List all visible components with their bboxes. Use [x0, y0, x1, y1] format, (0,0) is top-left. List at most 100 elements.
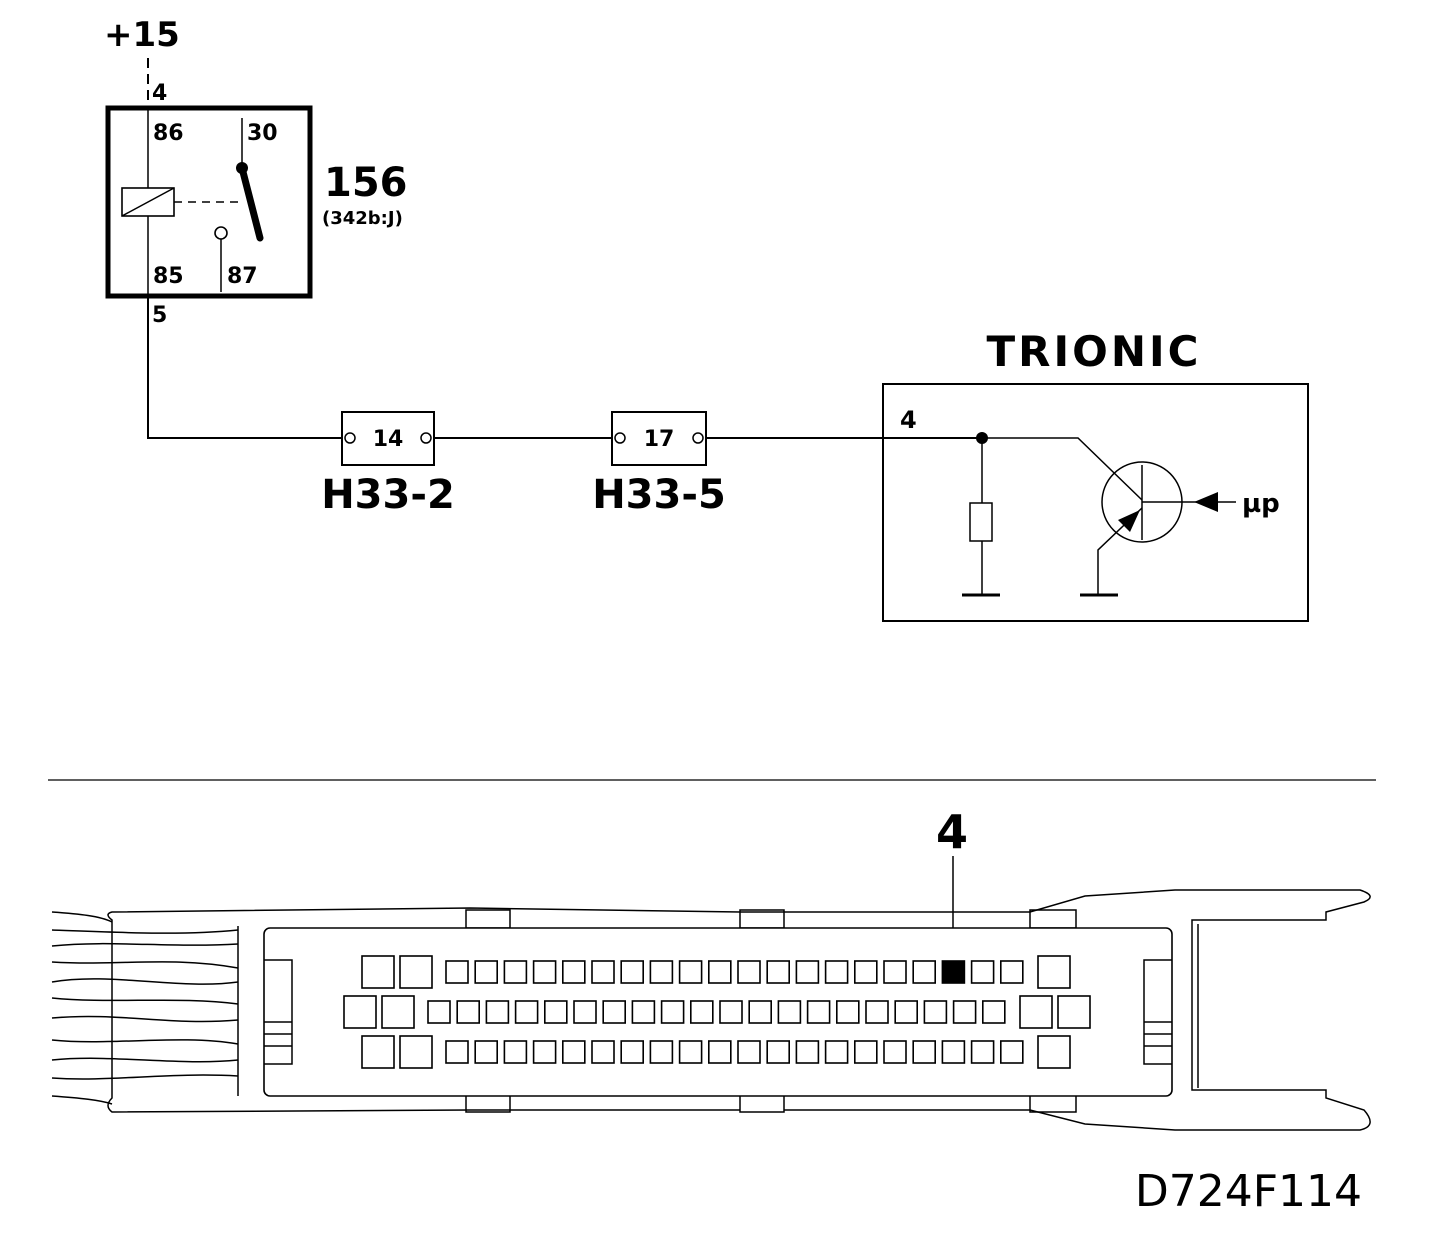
large-pin-cavity	[399, 1035, 433, 1069]
bundle-wire	[51, 1095, 113, 1105]
large-pin-cavity	[361, 1035, 395, 1069]
pin-cavity-grid	[343, 955, 1091, 1069]
pin-cavity	[689, 1000, 714, 1024]
connector-h33-2-body	[341, 411, 435, 466]
connector-shell	[107, 889, 1371, 1131]
connector-h33-2-left-terminal	[344, 432, 356, 444]
large-pin-cavity	[1037, 955, 1071, 989]
relay-coil-diagonal	[121, 187, 175, 217]
pin-cavity	[445, 1040, 469, 1064]
relay-pin-bottom: 5	[152, 303, 167, 328]
pin-cavity	[591, 1040, 615, 1064]
pin-cavity	[474, 960, 499, 984]
pin-cavity	[649, 960, 674, 984]
signal-arrow-icon	[1194, 492, 1218, 512]
pin-cavity	[853, 1040, 878, 1064]
relay-pin-top: 4	[152, 81, 167, 106]
pin-cavity	[620, 1040, 645, 1064]
pin-cavity	[719, 1000, 743, 1024]
connector-h33-2-name: H33-2	[321, 472, 455, 518]
pin-cavity	[561, 1040, 586, 1064]
connector-h33-2-right-terminal	[420, 432, 432, 444]
pin-cavity	[474, 1040, 499, 1064]
pin-callout-label: 4	[936, 805, 968, 859]
bundle-wire	[51, 1015, 239, 1023]
large-pin-cavity	[1019, 995, 1053, 1029]
ecu-title: TRIONIC	[987, 327, 1202, 376]
pin-cavity	[748, 1000, 773, 1024]
rib-right-frame	[1143, 959, 1172, 1065]
pin-cavity	[894, 1000, 919, 1024]
pin-cavity	[737, 960, 761, 984]
transistor-collector-wire	[982, 437, 1143, 501]
bundle-wire	[51, 1039, 239, 1045]
pin-cavity	[795, 960, 820, 984]
pin-cavity	[456, 1000, 481, 1024]
pin-cavity	[737, 1040, 761, 1064]
pin-cavity	[514, 1000, 539, 1024]
pin-cavity	[678, 960, 703, 984]
rib-left-frame	[264, 959, 293, 1065]
connector-h33-2-pin: 14	[373, 427, 404, 452]
pin-cavity	[591, 960, 615, 984]
connector-h33-2: 14 H33-2	[321, 411, 455, 518]
pin-cavity	[660, 1000, 685, 1024]
trionic-ecu: TRIONIC 4 µp	[882, 327, 1309, 622]
pin-cavity	[573, 1000, 597, 1024]
pin-cavity	[883, 960, 907, 984]
connector-h33-5-left-terminal	[614, 432, 626, 444]
bundle-wire	[51, 961, 239, 969]
relay-terminal-86: 86	[153, 121, 184, 146]
pin-cavity	[970, 960, 995, 984]
pin-cavity	[532, 1040, 557, 1064]
figure-code: D724F114	[1135, 1166, 1362, 1217]
bundle-wire	[51, 911, 113, 923]
switch-contact-87	[214, 226, 228, 240]
pin-cavity	[485, 1000, 510, 1024]
pin-cavity	[912, 960, 937, 984]
bundle-wire	[51, 997, 239, 1005]
pin-cavity	[427, 1000, 451, 1024]
pull-down-resistor	[969, 502, 993, 542]
pin-cavity	[766, 960, 791, 984]
pin-cavity	[853, 960, 878, 984]
relay-156: 4 86 30 85 87 156 (342b:J) 5	[105, 81, 408, 328]
ecu-connector-view: 4	[51, 805, 1371, 1131]
pin-cavity	[678, 1040, 703, 1064]
connector-h33-5-pin: 17	[644, 427, 675, 452]
connector-h33-5: 17 H33-5	[592, 411, 726, 518]
supply-label: +15	[104, 15, 180, 55]
large-pin-cavity	[1057, 995, 1091, 1029]
pin-cavity-highlighted	[941, 960, 966, 984]
pin-cavity	[952, 1000, 977, 1024]
large-pin-cavity	[381, 995, 415, 1029]
pin-cavity	[707, 1040, 732, 1064]
emitter-arrow-icon	[1118, 510, 1140, 532]
pin-cavity	[777, 1000, 802, 1024]
bundle-wire	[51, 978, 239, 985]
ecu-pin: 4	[900, 406, 917, 434]
relay-reference: (342b:J)	[322, 208, 403, 229]
pin-cavity	[941, 1040, 966, 1064]
pin-cavity	[999, 960, 1024, 984]
ecu-housing	[882, 383, 1309, 622]
pin-cavity	[766, 1040, 791, 1064]
bundle-wire	[51, 1057, 239, 1063]
wire-bundle	[51, 911, 239, 1105]
pin-cavity	[865, 1000, 889, 1024]
switch-contact-arm	[238, 164, 264, 242]
wire-relay-to-h33-2	[147, 296, 342, 439]
pin-cavity	[707, 960, 732, 984]
pin-cavity	[912, 1040, 937, 1064]
pin-cavity	[923, 1000, 948, 1024]
connector-h33-5-right-terminal	[692, 432, 704, 444]
latch-top-1	[465, 909, 511, 929]
pin-cavity	[445, 960, 469, 984]
pin-cavity	[795, 1040, 820, 1064]
relay-terminal-30: 30	[247, 121, 278, 146]
pin-cavity	[970, 1040, 995, 1064]
pin-cavity	[824, 1040, 849, 1064]
pin-cavity	[981, 1000, 1006, 1024]
bundle-wire	[51, 942, 239, 947]
